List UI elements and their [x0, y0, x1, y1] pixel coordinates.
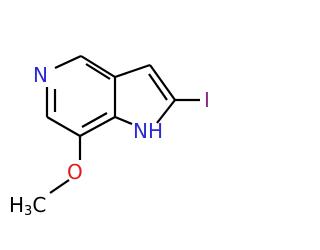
- bond-c4-c3a: [80, 55, 116, 78]
- bond-c4-c3a-inner: [85, 63, 111, 80]
- atom-label-i: I: [204, 88, 210, 112]
- atom-label-nh: NH: [133, 119, 163, 143]
- methyl-c: C: [32, 193, 46, 217]
- bond-o-ch3: [49, 179, 70, 194]
- bond-c7a-c7: [79, 116, 116, 137]
- methyl-subscript: 3: [24, 204, 32, 219]
- atom-label-o: O: [67, 160, 83, 184]
- bond-n1-c7a: [114, 115, 133, 126]
- bond-c2-n1: [156, 99, 176, 124]
- bond-n5-c4: [54, 55, 82, 69]
- bond-c7-c6: [46, 116, 81, 137]
- methyl-h: H: [9, 193, 24, 217]
- structure-diagram: N I NH O H3C: [9, 55, 210, 219]
- bond-c3-c2-inner: [148, 73, 168, 101]
- atom-label-methyl: H3C: [9, 193, 46, 219]
- atom-label-n-ring: N: [33, 63, 48, 87]
- bond-c3a-c3: [114, 63, 151, 79]
- bond-c7a-c7-inner: [81, 112, 108, 128]
- bond-c3-c2: [149, 64, 176, 101]
